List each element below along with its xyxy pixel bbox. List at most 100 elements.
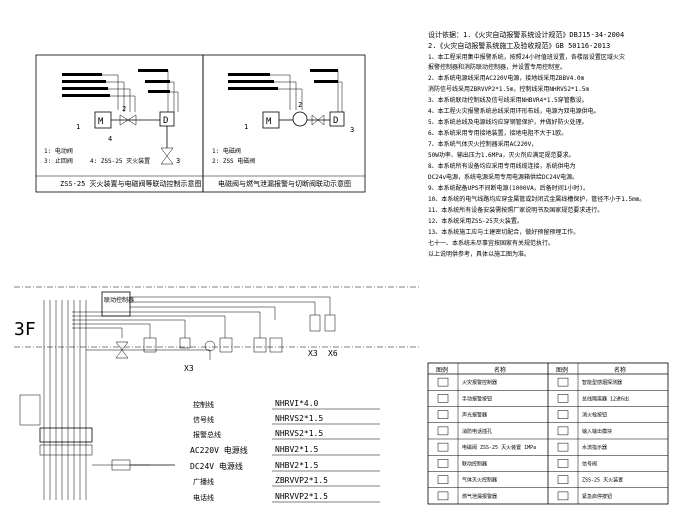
symbol-table-rows: 火灾报警控制器智能型感烟探测器手动报警按钮总线隔离器 12进6出声光报警器消火栓… <box>428 377 668 501</box>
wire <box>130 306 276 320</box>
symbol-icon <box>557 410 569 419</box>
callout-number: 4 <box>108 135 112 143</box>
terminal-label: X3 <box>308 349 318 358</box>
terminal-icon <box>309 314 321 332</box>
note-line: 13、本系统施工应与土建密切配合，做好预留预埋工作。 <box>428 228 579 236</box>
detector-icon <box>204 340 216 352</box>
wire <box>72 319 186 338</box>
cable-spec: NHRVI*4.0 <box>275 399 319 408</box>
note-line: 消防信号线采用ZBRVVP2*1.5m，控制线采用NHRVS2*1.5m <box>428 85 589 93</box>
module-icon <box>269 337 283 353</box>
connector <box>274 81 297 110</box>
floor-riser-diagram: 3F 联动控制器 X3 X6 X3 <box>14 286 420 500</box>
callout-number: 3 <box>176 157 180 165</box>
symbol-name: 总线隔离器 12进6出 <box>582 395 629 402</box>
connector <box>170 81 175 112</box>
legend-item: 4: ZSS-25 灭火装置 <box>90 157 150 165</box>
symbol-name: 气体灭火控制器 <box>462 477 497 484</box>
cable-spec: NHRVS2*1.5 <box>275 414 323 423</box>
terminal-label: X3 <box>184 364 194 373</box>
cable-type: AC220V 电源线 <box>190 445 248 455</box>
note-line: 8、本系统所有设备均应采用专用线缆连接，系统供电为 <box>428 162 576 170</box>
wire <box>86 349 211 360</box>
floor-label: 3F <box>14 319 36 340</box>
connector <box>278 88 303 110</box>
note-line: 11、本系统所有设备安装需按照厂家说明书及国家规范要求进行。 <box>428 206 603 214</box>
connector <box>270 74 291 110</box>
wire <box>130 301 316 315</box>
note-line: 3、本系统联动控制线及信号线采用NHBVR4*1.5穿管敷设。 <box>428 96 588 104</box>
connector <box>338 81 343 112</box>
symbol-name: 燃气泄漏报警器 <box>462 493 497 500</box>
riser-tag <box>19 394 41 426</box>
table-header: 图例 <box>436 366 448 374</box>
cable-legend: 控制线 NHRVI*4.0 信号线 NHRVS2*1.5 报警总线 NHRVS2… <box>190 399 380 503</box>
symbol-icon <box>437 491 449 501</box>
symbol-name: 输入输出模块 <box>582 428 612 435</box>
cable-type: 信号线 <box>193 415 214 424</box>
bus-bar <box>138 69 168 72</box>
cable-type: 报警总线 <box>193 430 221 439</box>
symbol-name: 电磁阀 ZSS-25 灭火装置 1MPa <box>462 444 536 451</box>
riser-junction-box <box>39 444 93 456</box>
right-detail-caption: 电磁阀与燃气泄漏报警与切断阀联动示意图 <box>218 179 351 188</box>
note-line: DC24v电源，系统电源采用专用电源箱供给DC24V电源。 <box>428 173 578 181</box>
note-line: 1、本工程采用集中报警系统，按照24小时值班设置，各楼层设置区域火灾 <box>428 53 625 61</box>
bus-bar <box>228 73 270 76</box>
module-icon <box>179 337 191 349</box>
callout-number: 1 <box>244 123 248 131</box>
wire <box>72 327 123 338</box>
bus-bar <box>148 90 170 93</box>
bus-bar <box>310 69 338 72</box>
valve-icon <box>115 349 129 359</box>
cable-spec: NHBV2*1.5 <box>275 445 319 454</box>
symbol-name: 消防电话插孔 <box>462 428 492 435</box>
note-line: 2、本系统电源线采用AC220V电源，接地线采用ZBBV4.0m <box>428 74 585 82</box>
legend-item: 3: 止回阀 <box>44 157 73 165</box>
note-line: 4、本工程火灾报警系统总线采用环形布线，电源为双电源供电。 <box>428 107 600 115</box>
note-line: 9、本系统配备UPS不间断电源(1000VA，后备时间1小时)。 <box>428 184 589 192</box>
cable-type: 电话线 <box>193 493 214 502</box>
symbol-icon <box>557 475 569 484</box>
bus-bar <box>145 80 170 83</box>
cable-spec: NHRVVP2*1.5 <box>275 492 328 501</box>
symbol-icon <box>557 426 569 436</box>
controller-label: 联动控制器 <box>104 296 134 304</box>
cable-spec: ZBRVVP2*1.5 <box>275 476 328 485</box>
cable-spec: NHBV2*1.5 <box>275 461 319 470</box>
symbol-icon <box>557 442 569 452</box>
connector <box>110 95 136 112</box>
symbol-icon <box>437 394 449 403</box>
check-valve-icon <box>160 147 174 157</box>
cable-spec: NHRVS2*1.5 <box>275 429 323 438</box>
note-line: 5、本系统总线及电源线均应穿钢管保护，并做好防火处理。 <box>428 118 588 126</box>
symbol-icon <box>437 459 449 468</box>
note-line: 报警控制器和消防联动控制器，并设置专用控制室。 <box>428 63 566 71</box>
motor-letter: M <box>98 117 104 127</box>
device-letter: D <box>163 116 168 126</box>
terminal-icon <box>324 314 336 332</box>
symbol-name: 手动报警按钮 <box>462 395 492 402</box>
symbol-name: 智能型感烟探测器 <box>582 379 622 386</box>
note-line: 50W功率、输出压力1.6MPa，灭火剂应满足规范要求。 <box>428 151 575 159</box>
symbol-name: 联动控制器 <box>462 460 487 467</box>
module-icon <box>219 337 233 353</box>
module-icon <box>253 337 267 353</box>
note-line: 6、本系统采用专用接地装置，接地电阻不大于1欧。 <box>428 129 567 137</box>
connector <box>106 81 125 112</box>
symbol-name: 水流指示器 <box>582 444 607 451</box>
callout-number: 2 <box>298 101 302 109</box>
device-letter: D <box>333 116 338 126</box>
terminal-label: X6 <box>328 349 338 358</box>
linkage-controller-box <box>101 291 131 317</box>
left-detail-diagram: M D 1 2 3 4 1: 电动阀 4: ZSS-25 灭火装置 3: 止回阀… <box>35 54 204 193</box>
valve-icon <box>115 341 129 351</box>
symbol-icon <box>557 459 569 468</box>
symbol-name: 声光报警器 <box>462 412 487 419</box>
wire <box>72 315 226 338</box>
valve-icon <box>311 114 319 126</box>
motor-letter: M <box>266 117 272 127</box>
symbol-icon <box>437 475 449 484</box>
left-detail-caption: ZSS-25 灭火装置与电磁阀等联动控制示意图 <box>60 179 202 188</box>
right-detail-diagram: M D 1 2 3 1: 电磁阀 2: ZSS 电磁阀 电磁阀与燃气泄漏报警与切… <box>202 54 366 193</box>
